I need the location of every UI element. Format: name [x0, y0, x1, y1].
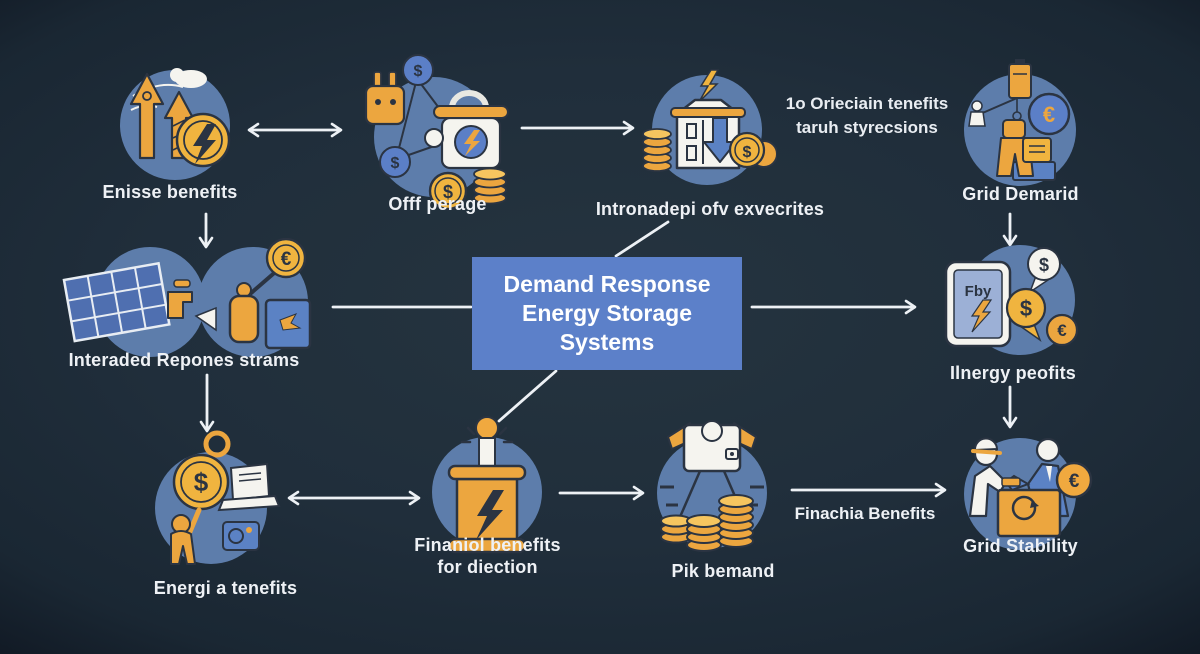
node-intronadepi: $ [637, 62, 778, 202]
label-grid-demarid: Grid Demarid [962, 184, 1079, 204]
node-interaded: € [50, 237, 320, 373]
building-down-arrow-coins-icon: $ [642, 69, 778, 185]
label-pik-bemand: Pik bemand [671, 561, 775, 581]
node-offf-perage: $ $ $ [348, 52, 518, 212]
euro-glyph: € [1057, 321, 1067, 340]
side-note-line2: taruh styrecsions [796, 118, 938, 137]
dollar-glyph: $ [391, 155, 400, 172]
label-energia: Energi a tenefits [153, 578, 298, 598]
center-title-line2: Energy Storage [522, 300, 692, 326]
dollar-glyph: $ [443, 182, 453, 202]
node-enisse-benefits [103, 56, 248, 201]
line-centerbox-finaniol [497, 369, 558, 423]
node-ilnergy: Fby $ $ € [938, 238, 1103, 368]
wallet-coin-stacks-icon [657, 420, 767, 552]
handshake-desk-euro-icon: € [964, 437, 1093, 550]
line-intronadepi-centerbox [614, 220, 670, 258]
node-grid-demarid: € [953, 58, 1088, 200]
dollar-glyph: $ [194, 467, 209, 497]
euro-glyph: € [281, 249, 292, 270]
center-title-line1: Demand Response [503, 271, 711, 297]
node-energia: $ [135, 430, 285, 585]
label-grid-stability: Grid Stability [963, 536, 1078, 556]
center-title-line3: Systems [559, 329, 655, 355]
podium-lightning-bulb-icon [432, 416, 542, 554]
dollar-glyph: $ [1020, 296, 1032, 321]
tablet-dollar-bubbles-icon: Fby $ $ € [944, 245, 1079, 355]
crane-battery-worker-euro-icon: € [964, 59, 1076, 186]
node-grid-stability: € [942, 424, 1097, 566]
label-intronadepi: Intronadepi ofv exvecrites [595, 199, 825, 219]
dollar-glyph: $ [1039, 255, 1049, 275]
label-enisse-benefits: Enisse benefits [102, 182, 238, 202]
center-box-demand-response: Demand Response Energy Storage Systems [472, 257, 742, 370]
label-ilnergy: Ilnergy peofits [949, 363, 1077, 383]
side-note: 1o Orieciain tenefits taruh styrecsions [772, 92, 962, 140]
euro-glyph: € [1069, 471, 1080, 492]
transmission-arrows-cloud-lightning-icon [120, 68, 231, 180]
node-finaniol [420, 412, 555, 564]
label-finaniol-line1: Finaniol benefits [414, 535, 561, 555]
euro-glyph: € [1043, 102, 1055, 127]
label-interaded: Interaded Repones strams [68, 350, 300, 370]
label-offf-perage: Offf perage [388, 194, 487, 214]
solar-panel-torch-euro-icon: € [62, 237, 312, 357]
plug-dollar-bucket-icon: $ $ $ [364, 54, 509, 211]
arrow-label-finachia-benefits: Finachia Benefits [794, 504, 936, 523]
node-pik-bemand [642, 413, 782, 571]
label-finaniol: Finaniol benefits for diection [380, 534, 595, 578]
person-dollar-laptop-icon: $ [155, 430, 281, 565]
tablet-screen-text: Fby [965, 283, 992, 300]
side-note-line1: 1o Orieciain tenefits [785, 94, 949, 113]
dollar-glyph: $ [743, 144, 752, 161]
dollar-glyph: $ [414, 63, 423, 80]
label-finaniol-line2: for diection [437, 557, 538, 577]
